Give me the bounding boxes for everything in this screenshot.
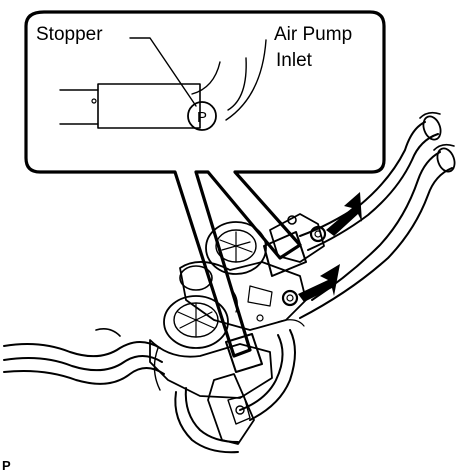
air-pump-inlet-label-line1: Air Pump: [274, 24, 352, 45]
black-arrow-icon: [298, 264, 340, 302]
black-arrow-icon: [326, 192, 362, 236]
upper-bolt: [309, 225, 327, 243]
middle-bolt: [281, 289, 299, 307]
hose-assembly: [239, 111, 456, 421]
figure-code: P: [2, 458, 11, 473]
valve-assembly: [149, 213, 327, 454]
stopper-label: Stopper: [36, 24, 103, 45]
wire-harness: [3, 328, 165, 385]
stopper-symbol: P: [197, 109, 207, 126]
callout-detail: P: [59, 37, 267, 131]
air-pump-inlet-label-line2: Inlet: [276, 50, 313, 71]
callout-window: [24, 10, 386, 358]
stopper-symbol-circle: [187, 101, 217, 131]
